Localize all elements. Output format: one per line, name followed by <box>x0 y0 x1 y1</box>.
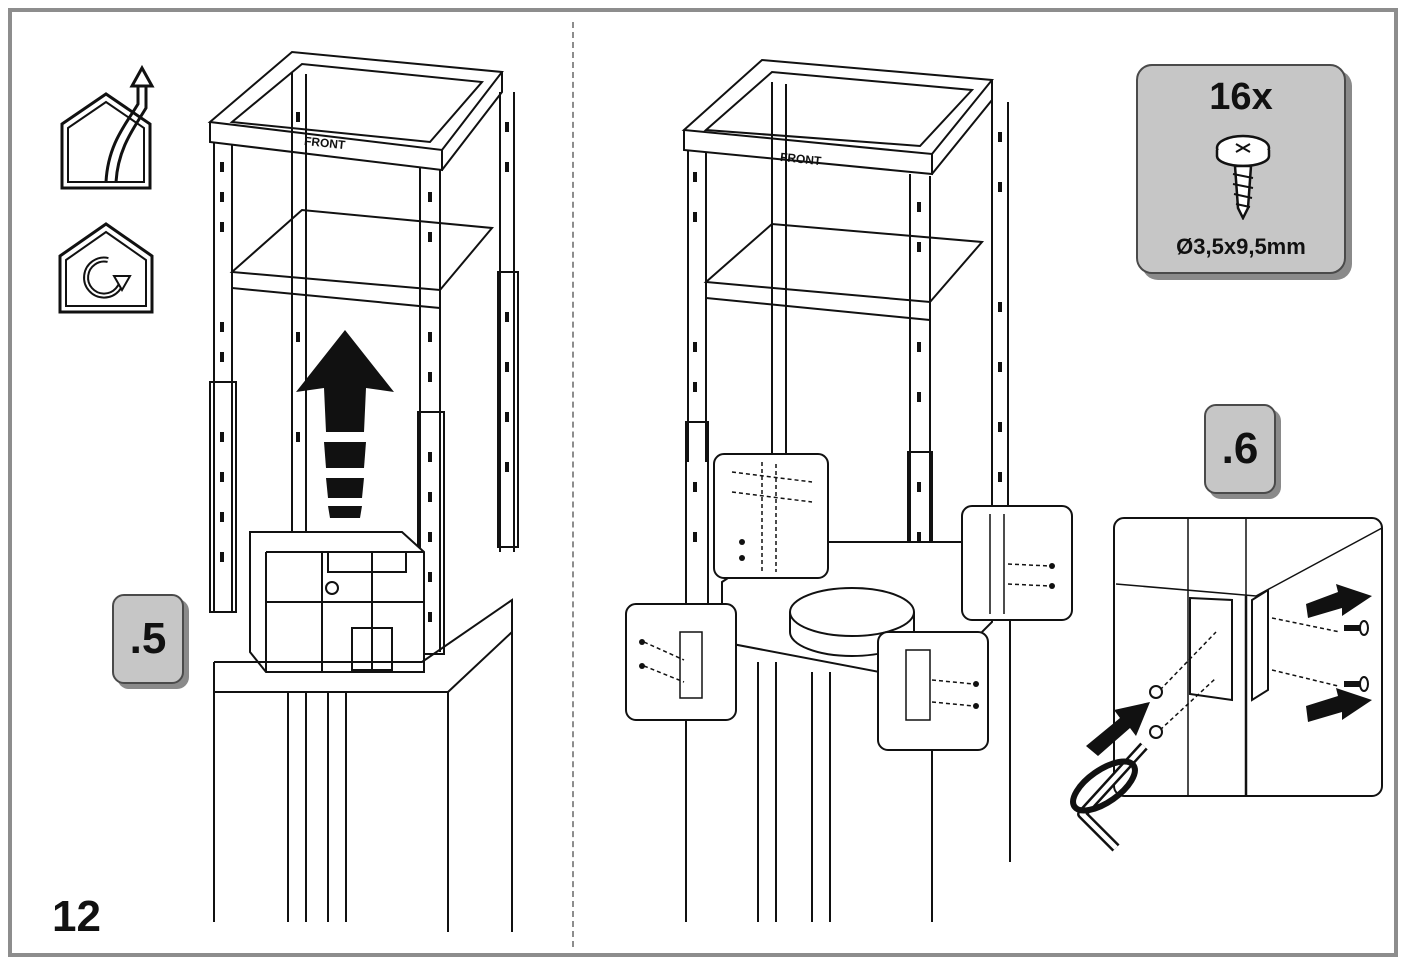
duct-out-icon <box>60 64 155 190</box>
page-number: 12 <box>52 892 101 941</box>
screw-quantity: 16x <box>1209 76 1273 118</box>
detail-callout-right-bottom <box>877 631 989 751</box>
detail-callout-left <box>625 603 737 721</box>
hex-key-icon <box>1070 742 1148 852</box>
detail-callout-top <box>713 453 829 579</box>
screw-icon <box>1215 134 1271 220</box>
up-arrow-icon <box>296 330 394 518</box>
step-6-badge: .6 <box>1204 404 1276 494</box>
instruction-page: FRONT .5 <box>8 8 1398 957</box>
screw-size: Ø3,5x9,5mm <box>1176 234 1306 259</box>
step-6-detail <box>1070 517 1383 852</box>
frame-lift-illustration <box>207 50 519 932</box>
panel-divider <box>572 22 574 947</box>
screw-spec-box: 16x Ø3,5x9,5mm <box>1136 64 1346 274</box>
detail-callout-right-top <box>961 505 1073 621</box>
recirculation-icon <box>58 222 154 314</box>
step-5-badge: .5 <box>112 594 184 684</box>
